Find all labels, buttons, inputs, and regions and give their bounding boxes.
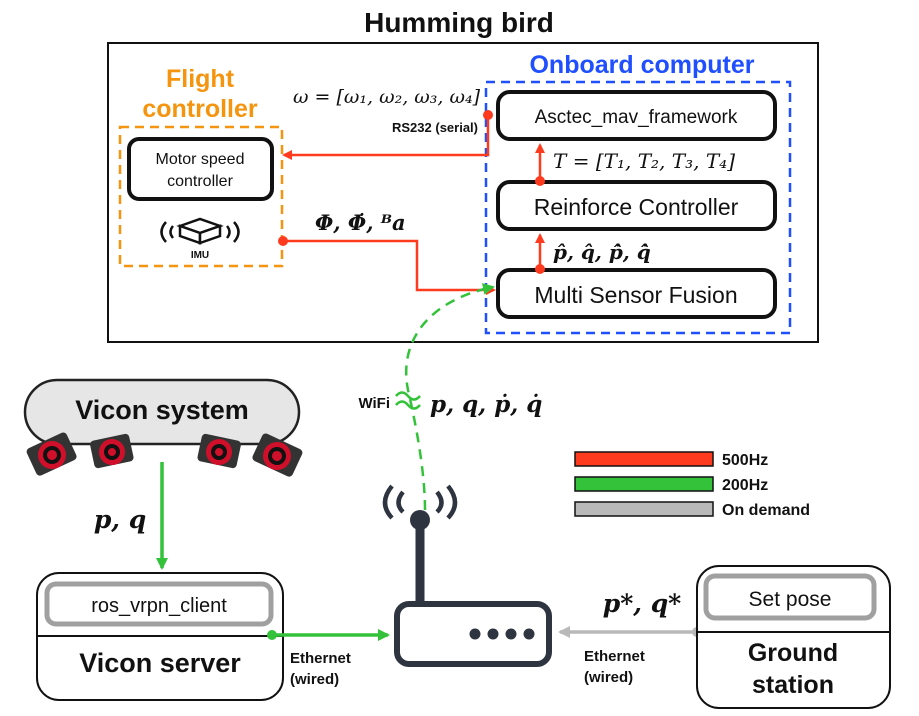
- flight-controller-box: [118, 125, 284, 268]
- flight-controller-label-line2: controller: [142, 95, 258, 123]
- vicon-data-label: p, q: [94, 505, 146, 534]
- legend-swatch-on-demand: [574, 501, 714, 517]
- set-pose-box: [703, 573, 877, 621]
- ethernet-left-line2: (wired): [290, 671, 339, 688]
- vicon-system-cloud: [23, 378, 301, 446]
- motor-speed-controller-box: [127, 137, 274, 201]
- ethernet-left-line1: Ethernet: [290, 650, 351, 667]
- thrust-equation: T = [T₁, T₂, T₃, T₄]: [553, 149, 735, 173]
- wifi-connection: [405, 283, 495, 511]
- legend-swatch-200hz: [574, 476, 714, 492]
- wifi-wave-icon: [395, 391, 421, 410]
- flight-controller-label-line1: Flight: [166, 65, 235, 93]
- ground-station-label-line1: Ground: [748, 639, 838, 667]
- legend-label-on-demand: On demand: [722, 502, 810, 519]
- router-icon: [382, 484, 552, 667]
- imu-icon: [160, 217, 240, 245]
- multi-sensor-fusion-box: [496, 268, 777, 319]
- set-pose-label: Set pose: [749, 588, 832, 611]
- setpoint-label: p*, q*: [603, 589, 682, 618]
- wifi-data-label: p, q, ṗ, q̇: [430, 391, 542, 418]
- legend-swatch-500hz: [574, 451, 714, 467]
- wifi-label: WiFi: [358, 395, 390, 412]
- motor-speed-label-line2: controller: [167, 173, 233, 190]
- fusion-to-reinforce-connection: [535, 233, 545, 274]
- vicon-camera-icon: [26, 432, 303, 477]
- legend: 500Hz 200Hz On demand: [574, 451, 810, 519]
- onboard-computer-box: [484, 80, 792, 335]
- reinforce-controller-label: Reinforce Controller: [534, 194, 739, 220]
- rs232-connection: [282, 110, 493, 160]
- imu-to-fusion-connection: [278, 236, 496, 295]
- ros-vrpn-client-label: ros_vrpn_client: [91, 595, 227, 617]
- hummingbird-box: [107, 42, 819, 343]
- asctec-box: [496, 90, 777, 141]
- legend-label-200hz: 200Hz: [722, 477, 768, 494]
- rs232-label: RS232 (serial): [392, 120, 478, 135]
- vicon-server-label: Vicon server: [79, 648, 241, 678]
- ros-vrpn-client-box: [44, 581, 274, 627]
- ground-to-router-connection: [558, 626, 702, 638]
- legend-label-500hz: 500Hz: [722, 452, 768, 469]
- imu-output-label: Φ, Φ̇, ᴮa: [315, 210, 406, 235]
- diagram-title: Humming bird: [364, 7, 554, 38]
- asctec-label: Asctec_mav_framework: [535, 107, 738, 128]
- omega-equation: ω = [ω₁, ω₂, ω₃, ω₄]: [293, 86, 481, 108]
- vicon-system-label: Vicon system: [75, 395, 249, 425]
- ground-station-label-line2: station: [752, 671, 834, 699]
- onboard-computer-label: Onboard computer: [529, 51, 754, 79]
- ethernet-right-line1: Ethernet: [584, 648, 645, 665]
- server-to-router-connection: [267, 629, 390, 641]
- motor-speed-label-line1: Motor speed: [156, 151, 245, 168]
- state-estimate-label: p̂, q̂, p̂̇, q̂̇: [553, 240, 651, 264]
- reinforce-controller-box: [496, 180, 777, 231]
- ethernet-right-line2: (wired): [584, 669, 633, 686]
- imu-label: IMU: [191, 250, 209, 261]
- reinforce-to-asctec-connection: [535, 143, 545, 186]
- multi-sensor-fusion-label: Multi Sensor Fusion: [534, 282, 737, 308]
